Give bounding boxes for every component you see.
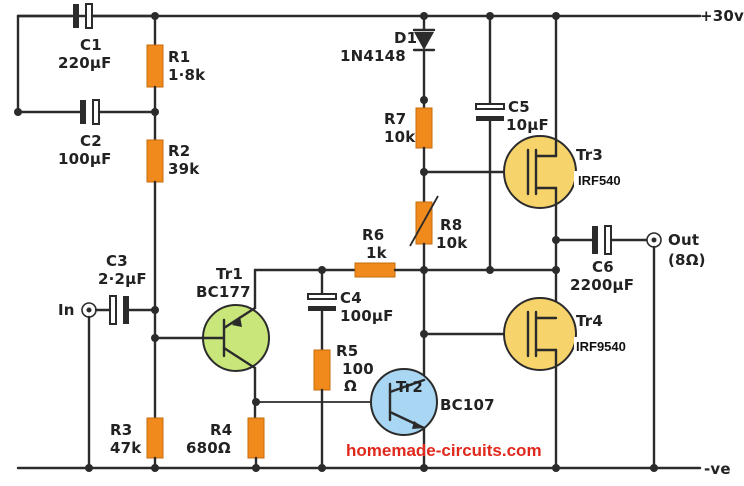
- tr4-label-background: [574, 337, 646, 355]
- label-c4-ref: C4: [340, 289, 362, 307]
- label-r8-value: 10k: [436, 234, 468, 252]
- label-tr4-value: IRF9540: [576, 339, 626, 354]
- mosfet-tr3: [503, 135, 577, 209]
- resistor-r8: [415, 201, 433, 245]
- transistor-tr2: [370, 368, 438, 436]
- resistor-r2: [146, 139, 164, 183]
- label-c2-ref: C2: [80, 132, 102, 150]
- label-c2-value: 100µF: [58, 150, 112, 168]
- label-c4-value: 100µF: [340, 307, 394, 325]
- capacitor-c5: [475, 103, 505, 121]
- label-r7-ref: R7: [384, 110, 406, 128]
- label-c6-ref: C6: [592, 258, 614, 276]
- label-r8-ref: R8: [440, 216, 462, 234]
- resistor-r7: [415, 107, 433, 149]
- label-c1-ref: C1: [80, 36, 102, 54]
- resistor-r3: [146, 417, 164, 459]
- capacitor-c6: [592, 225, 612, 255]
- label-c5-ref: C5: [508, 98, 530, 116]
- label-c3-ref: C3: [106, 252, 128, 270]
- label-r2-value: 39k: [168, 160, 200, 178]
- label-tr2-ref: Tr2: [396, 378, 423, 396]
- label-r3-value: 47k: [110, 439, 142, 457]
- r8-variable-arrow: [409, 195, 439, 247]
- label-r4-value: 680Ω: [186, 439, 231, 457]
- label-r1-ref: R1: [168, 48, 190, 66]
- transistor-tr1: [153, 304, 270, 372]
- label-tr3-ref: Tr3: [576, 146, 603, 164]
- label-c6-value: 2200µF: [570, 276, 634, 294]
- label-tr1-value: BC177: [196, 283, 251, 301]
- resistor-r5: [313, 349, 331, 391]
- resistor-r1: [146, 44, 164, 88]
- label-r6-ref: R6: [362, 226, 384, 244]
- label-r7-value: 10k: [384, 128, 416, 146]
- label-negative-rail: -ve: [704, 460, 731, 478]
- label-tr4-ref: Tr4: [576, 312, 603, 330]
- label-d1-ref: D1: [394, 29, 417, 47]
- label-r4-ref: R4: [210, 421, 232, 439]
- resistor-r6: [354, 262, 396, 278]
- label-d1-value: 1N4148: [340, 47, 406, 65]
- label-r2-ref: R2: [168, 142, 190, 160]
- label-c3-value: 2·2µF: [98, 270, 147, 288]
- capacitor-c2: [80, 99, 157, 125]
- label-input: In: [58, 301, 75, 319]
- label-r5-value: 100: [342, 360, 374, 378]
- label-r5-unit: Ω: [344, 377, 357, 395]
- tr3-label-background: [574, 171, 640, 189]
- capacitor-c3: [109, 295, 157, 325]
- label-c1-value: 220µF: [58, 54, 112, 72]
- capacitor-c4: [307, 293, 337, 311]
- label-c5-value: 10µF: [506, 116, 549, 134]
- label-output: Out: [668, 231, 699, 249]
- junction-dots: [14, 12, 658, 472]
- label-tr2-value: BC107: [440, 396, 495, 414]
- label-r3-ref: R3: [110, 421, 132, 439]
- resistor-r4: [247, 417, 265, 459]
- label-r6-value: 1k: [366, 244, 388, 262]
- label-tr3-value: IRF540: [578, 173, 621, 188]
- label-output-impedance: (8Ω): [668, 251, 706, 269]
- label-tr1-ref: Tr1: [216, 265, 243, 283]
- capacitor-c1: [73, 3, 157, 29]
- label-r5-ref: R5: [336, 342, 358, 360]
- label-r1-value: 1·8k: [168, 66, 206, 84]
- watermark-text: homemade-circuits.com: [346, 441, 542, 460]
- mosfet-tr4: [503, 297, 577, 371]
- label-positive-rail: +30v: [700, 7, 744, 25]
